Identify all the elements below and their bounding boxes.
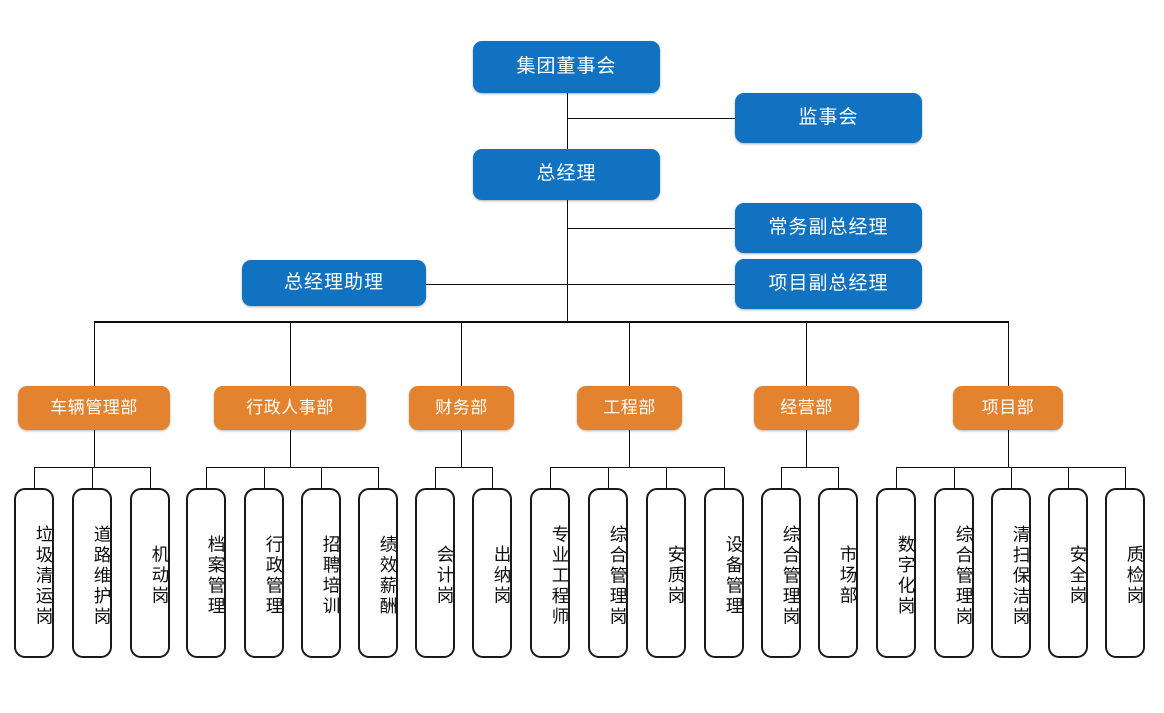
node-admin-hr[interactable]: 行政人事部 [214, 386, 366, 430]
stem-vehicle-management [94, 430, 95, 467]
drop-cashier [492, 467, 493, 488]
bus-engineering [550, 467, 724, 468]
node-ops-general-mgmt[interactable]: 综合管理岗 [761, 488, 801, 658]
stem-engineering [629, 430, 630, 467]
node-vehicle-management[interactable]: 车辆管理部 [18, 386, 170, 430]
node-proj-general-mgmt[interactable]: 综合管理岗 [934, 488, 974, 658]
node-quality-inspection[interactable]: 质检岗 [1105, 488, 1145, 658]
drop-finance [461, 321, 462, 387]
node-project[interactable]: 项目部 [953, 386, 1063, 430]
drop-eng-general-mgmt [608, 467, 609, 488]
node-exec-deputy-gm[interactable]: 常务副总经理 [735, 203, 922, 253]
drop-ops-general-mgmt [781, 467, 782, 488]
node-records-management[interactable]: 档案管理 [186, 488, 226, 658]
drop-safety-quality [666, 467, 667, 488]
node-eng-general-mgmt[interactable]: 综合管理岗 [588, 488, 628, 658]
stem-project [1008, 430, 1009, 467]
drop-road-maintenance [92, 467, 93, 488]
node-supervisory[interactable]: 监事会 [735, 93, 922, 143]
drop-administrative-mgmt [264, 467, 265, 488]
trunk-gm-down [567, 200, 568, 322]
drop-records-management [206, 467, 207, 488]
node-general-manager[interactable]: 总经理 [473, 149, 660, 200]
branch-to-gm-assistant [425, 284, 568, 285]
node-road-maintenance[interactable]: 道路维护岗 [72, 488, 112, 658]
drop-cleaning-sanitation [1011, 467, 1012, 488]
drop-admin-hr [290, 321, 291, 387]
node-operations[interactable]: 经营部 [754, 386, 859, 430]
branch-to-supervisory [567, 118, 736, 119]
stem-finance [461, 430, 462, 467]
trunk-board-to-gm [567, 93, 568, 149]
node-project-deputy-gm[interactable]: 项目副总经理 [735, 259, 922, 309]
drop-accounting [435, 467, 436, 488]
drop-flexible-duty [150, 467, 151, 488]
drop-proj-general-mgmt [954, 467, 955, 488]
drop-digitalization [896, 467, 897, 488]
drop-performance-salary [378, 467, 379, 488]
drop-marketing [838, 467, 839, 488]
drop-operations [806, 321, 807, 387]
node-marketing[interactable]: 市场部 [818, 488, 858, 658]
node-cashier[interactable]: 出纳岗 [472, 488, 512, 658]
bus-finance [435, 467, 492, 468]
drop-recruitment-training [321, 467, 322, 488]
drop-quality-inspection [1125, 467, 1126, 488]
node-finance[interactable]: 财务部 [409, 386, 514, 430]
drop-project [1008, 321, 1009, 387]
node-board[interactable]: 集团董事会 [473, 41, 660, 93]
bus-operations [781, 467, 838, 468]
branch-to-project-deputy-gm [567, 284, 736, 285]
node-gm-assistant[interactable]: 总经理助理 [242, 260, 426, 306]
node-digitalization[interactable]: 数字化岗 [876, 488, 916, 658]
drop-professional-engineer [550, 467, 551, 488]
node-equipment-management[interactable]: 设备管理 [704, 488, 744, 658]
drop-safety [1068, 467, 1069, 488]
node-cleaning-sanitation[interactable]: 清扫保洁岗 [991, 488, 1031, 658]
stem-admin-hr [290, 430, 291, 467]
node-safety-quality[interactable]: 安质岗 [646, 488, 686, 658]
node-engineering[interactable]: 工程部 [577, 386, 682, 430]
node-administrative-mgmt[interactable]: 行政管理 [244, 488, 284, 658]
department-bus [94, 321, 1009, 323]
bus-admin-hr [206, 467, 378, 468]
drop-vehicle-management [94, 321, 95, 387]
branch-to-exec-deputy-gm [567, 228, 736, 229]
node-safety[interactable]: 安全岗 [1048, 488, 1088, 658]
bus-project [896, 467, 1125, 468]
node-professional-engineer[interactable]: 专业工程师 [530, 488, 570, 658]
node-performance-salary[interactable]: 绩效薪酬 [358, 488, 398, 658]
drop-equipment-management [724, 467, 725, 488]
node-accounting[interactable]: 会计岗 [415, 488, 455, 658]
stem-operations [806, 430, 807, 467]
node-flexible-duty[interactable]: 机动岗 [130, 488, 170, 658]
node-recruitment-training[interactable]: 招聘培训 [301, 488, 341, 658]
node-waste-transport[interactable]: 垃圾清运岗 [14, 488, 54, 658]
drop-engineering [629, 321, 630, 387]
drop-waste-transport [34, 467, 35, 488]
